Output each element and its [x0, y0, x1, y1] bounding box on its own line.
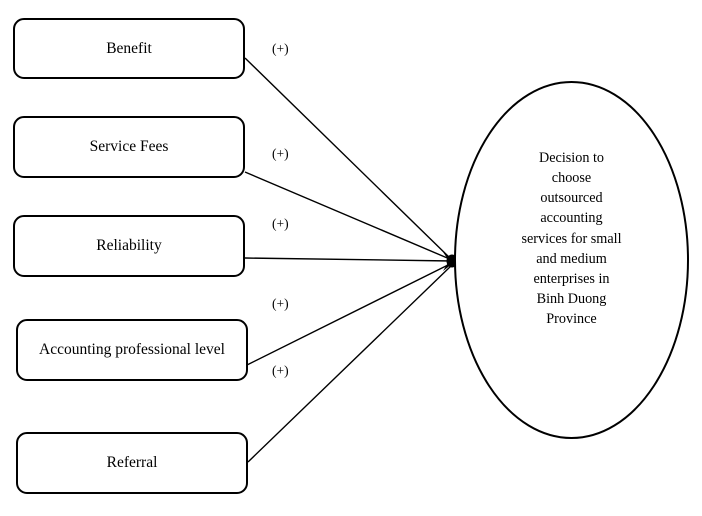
connector-service-fees [244, 171, 453, 261]
connector-referral [247, 264, 453, 463]
factor-box-accounting-professional-level[interactable]: Accounting professional level [16, 319, 248, 381]
sign-label-accounting-professional-level: (+) [272, 296, 289, 311]
outcome-label: Decision to choose outsourced accounting… [521, 150, 622, 328]
outcome-ellipse [454, 81, 689, 439]
sign-label-service-fees: (+) [272, 146, 289, 161]
factor-box-service-fees[interactable]: Service Fees [13, 116, 245, 178]
factor-label-service-fees: Service Fees [89, 138, 169, 156]
connector-benefit [244, 57, 453, 261]
sign-label-benefit: (+) [272, 41, 289, 56]
factor-label-reliability: Reliability [96, 237, 162, 255]
connector-reliability [244, 257, 453, 262]
factor-label-referral: Referral [106, 454, 158, 472]
factor-label-accounting-professional-level: Accounting professional level [39, 341, 225, 359]
factor-box-referral[interactable]: Referral [16, 432, 248, 494]
connector-accounting-professional-level [246, 262, 453, 366]
factor-box-benefit[interactable]: Benefit [13, 18, 245, 79]
sign-label-reliability: (+) [272, 216, 289, 231]
factor-label-benefit: Benefit [106, 39, 152, 57]
factor-box-reliability[interactable]: Reliability [13, 215, 245, 277]
sign-label-referral: (+) [272, 363, 289, 378]
